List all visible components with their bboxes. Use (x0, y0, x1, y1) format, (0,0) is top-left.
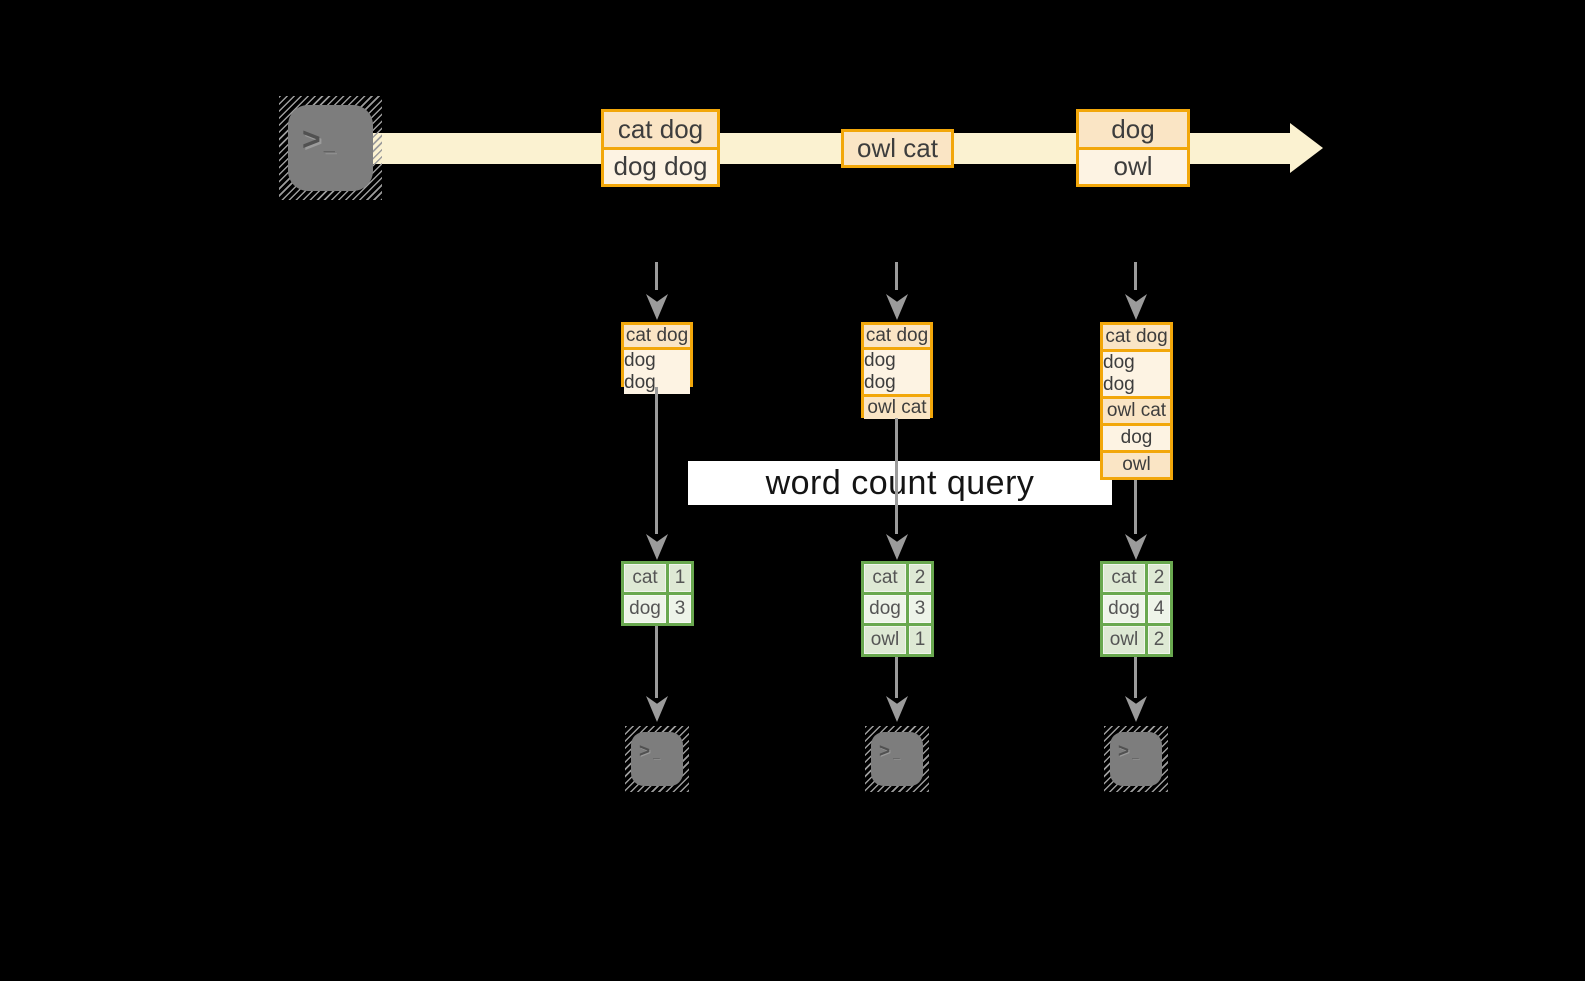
sink-arrowhead-3 (1125, 696, 1147, 722)
count-word-cell: owl (864, 626, 906, 654)
sink-terminal-icon-1: >_ (625, 726, 689, 792)
query-arrowhead-2 (886, 534, 908, 560)
stream-record: cat dog (604, 112, 717, 147)
count-value-cell: 2 (1148, 626, 1170, 654)
count-word-cell: dog (864, 595, 906, 623)
state-record: cat dog (1103, 325, 1170, 349)
state-record: owl cat (864, 394, 930, 419)
count-word-cell: cat (864, 564, 906, 592)
query-arrowhead-1 (646, 534, 668, 560)
stream-batch-2: owl cat (841, 129, 954, 168)
prompt-chevron: > (1118, 741, 1130, 762)
query-arrow-line-2 (895, 418, 898, 534)
banner-label: word count query (765, 463, 1035, 502)
sink-arrow-line-3 (1134, 657, 1137, 698)
terminal-screen: >_ (871, 732, 923, 786)
terminal-prompt-icon: >_ (639, 742, 660, 761)
count-value-cell: 3 (669, 595, 691, 623)
counts-table-1: cat 1 dog 3 (621, 561, 694, 626)
count-value-cell: 4 (1148, 595, 1170, 623)
count-value-cell: 1 (909, 626, 931, 654)
count-value-cell: 2 (1148, 564, 1170, 592)
state-record: cat dog (864, 325, 930, 347)
state-record: cat dog (624, 325, 690, 347)
trigger-arrow-dash-2 (895, 262, 898, 290)
source-terminal-icon: >_ (279, 96, 382, 200)
sink-terminal-icon-3: >_ (1104, 726, 1168, 792)
state-record: dog (1103, 423, 1170, 450)
prompt-cursor: _ (323, 133, 335, 155)
state-box-2: cat dog dog dog owl cat (861, 322, 933, 419)
sink-arrowhead-2 (886, 696, 908, 722)
state-record: dog dog (864, 347, 930, 394)
stream-record: owl (1079, 146, 1187, 184)
counts-table-3: cat 2 dog 4 owl 2 (1100, 561, 1173, 657)
counts-table-2: cat 2 dog 3 owl 1 (861, 561, 934, 657)
stream-arrowhead-icon (1290, 123, 1323, 173)
prompt-chevron: > (639, 741, 651, 762)
trigger-arrow-dash-3 (1134, 262, 1137, 290)
trigger-arrowhead-1 (646, 294, 668, 320)
sink-arrowhead-1 (646, 696, 668, 722)
count-word-cell: cat (624, 564, 666, 592)
count-word-cell: dog (624, 595, 666, 623)
terminal-screen: >_ (631, 732, 683, 786)
terminal-screen: >_ (288, 105, 373, 191)
state-record: dog dog (624, 347, 690, 394)
state-box-1: cat dog dog dog (621, 322, 693, 394)
stream-record: owl cat (844, 132, 951, 165)
stream-batch-3: dog owl (1076, 109, 1190, 187)
terminal-prompt-icon: >_ (302, 123, 335, 155)
trigger-arrow-dash-1 (655, 262, 658, 290)
prompt-chevron: > (302, 121, 321, 157)
state-record: dog dog (1103, 349, 1170, 396)
state-record: owl (1103, 450, 1170, 477)
sink-arrow-line-1 (655, 626, 658, 698)
count-value-cell: 1 (669, 564, 691, 592)
state-box-3: cat dog dog dog owl cat dog owl (1100, 322, 1173, 480)
terminal-screen: >_ (1110, 732, 1162, 786)
sink-terminal-icon-2: >_ (865, 726, 929, 792)
prompt-cursor: _ (1132, 747, 1139, 760)
query-arrowhead-3 (1125, 534, 1147, 560)
prompt-cursor: _ (893, 747, 900, 760)
terminal-prompt-icon: >_ (1118, 742, 1139, 761)
stream-record: dog (1079, 112, 1187, 147)
query-arrow-line-1 (655, 387, 658, 534)
count-word-cell: dog (1103, 595, 1145, 623)
trigger-arrowhead-2 (886, 294, 908, 320)
count-value-cell: 3 (909, 595, 931, 623)
count-word-cell: owl (1103, 626, 1145, 654)
state-record: owl cat (1103, 396, 1170, 423)
prompt-cursor: _ (653, 747, 660, 760)
query-arrow-line-3 (1134, 480, 1137, 534)
terminal-prompt-icon: >_ (879, 742, 900, 761)
stream-record: dog dog (604, 146, 717, 184)
prompt-chevron: > (879, 741, 891, 762)
count-value-cell: 2 (909, 564, 931, 592)
sink-arrow-line-2 (895, 657, 898, 698)
stream-batch-1: cat dog dog dog (601, 109, 720, 187)
trigger-arrowhead-3 (1125, 294, 1147, 320)
word-count-query-banner: word count query (688, 461, 1112, 505)
count-word-cell: cat (1103, 564, 1145, 592)
